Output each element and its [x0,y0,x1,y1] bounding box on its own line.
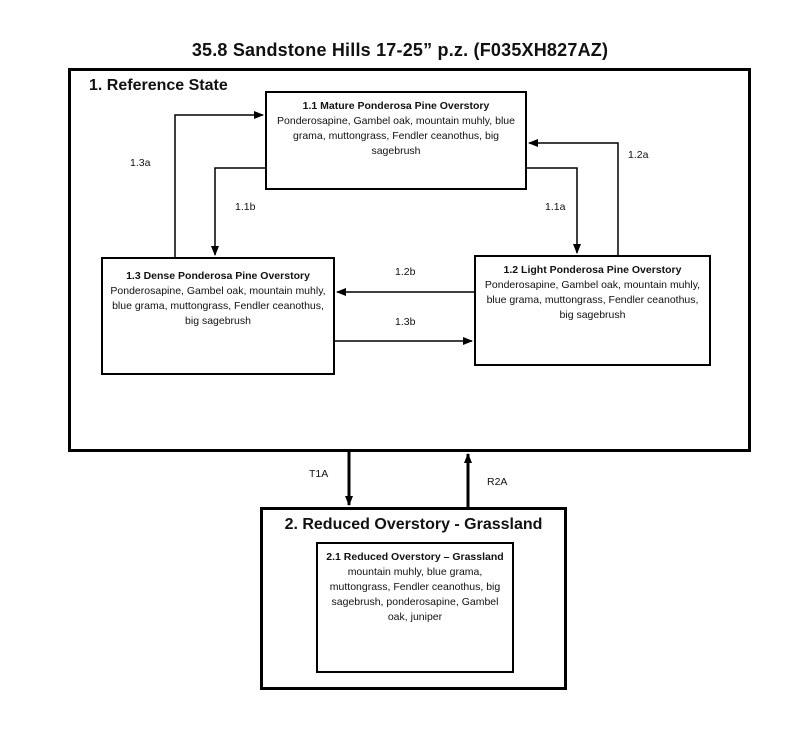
label-1-3a: 1.3a [130,157,151,169]
label-T1A: T1A [309,468,329,480]
phase-2-1-species: mountain muhly, blue grama, muttongrass,… [329,566,501,623]
label-1-2b: 1.2b [395,266,416,278]
phase-1-3-title: 1.3 Dense Ponderosa Pine Overstory [126,270,310,282]
phase-1-1-species: Ponderosapine, Gambel oak, mountain muhl… [277,115,515,157]
diagram-title: 35.8 Sandstone Hills 17-25” p.z. (F035XH… [191,40,609,60]
reduced-state-label: 2. Reduced Overstory - Grassland [284,516,543,533]
phase-1-1-title: 1.1 Mature Ponderosa Pine Overstory [302,100,490,112]
arrow-1-2a [528,139,619,255]
phase-1-2-box: 1.2 Light Ponderosa Pine Overstory Ponde… [474,255,711,366]
arrow-1-1b [211,167,265,256]
label-R2A: R2A [487,476,508,488]
label-1-1b: 1.1b [235,201,256,213]
phase-1-2-title: 1.2 Light Ponderosa Pine Overstory [503,264,682,276]
label-1-2a: 1.2a [628,149,649,161]
phase-1-3-species: Ponderosapine, Gambel oak, mountain muhl… [110,285,326,327]
phase-2-1-box: 2.1 Reduced Overstory – Grassland mounta… [316,542,514,673]
reference-state-label: 1. Reference State [89,77,228,94]
label-1-1a: 1.1a [545,201,566,213]
arrow-1-1a [527,167,581,254]
arrow-1-3a [174,111,264,257]
phase-2-1-title: 2.1 Reduced Overstory – Grassland [326,551,504,563]
label-1-3b: 1.3b [395,316,416,328]
phase-1-2-species: Ponderosapine, Gambel oak, mountain muhl… [484,279,701,321]
phase-1-3-box: 1.3 Dense Ponderosa Pine Overstory Ponde… [101,257,335,375]
phase-1-1-box: 1.1 Mature Ponderosa Pine Overstory Pond… [265,91,527,190]
